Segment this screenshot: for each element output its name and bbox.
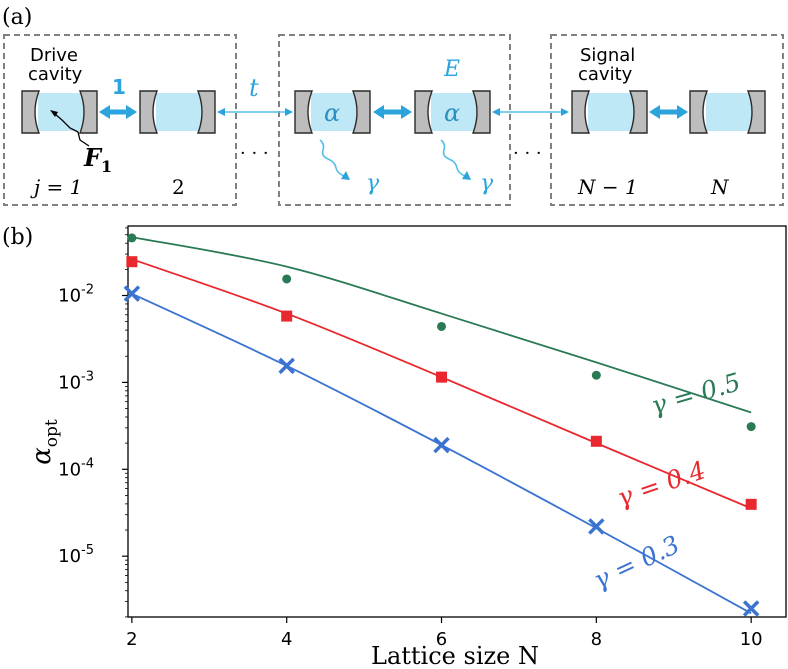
data-point-s0-3 bbox=[591, 370, 601, 380]
data-point-s0-4 bbox=[746, 422, 756, 432]
x-tick-label-4: 4 bbox=[281, 629, 292, 650]
x-tick-label-8: 8 bbox=[591, 629, 602, 650]
signal-box bbox=[550, 34, 784, 206]
site-label-j1: j = 1 bbox=[30, 175, 82, 199]
data-point-s2-4 bbox=[742, 600, 760, 617]
coupling-arrow-t-right bbox=[492, 108, 569, 116]
series-label-1: γ = 0.4 bbox=[613, 455, 709, 512]
panel-a: (a) Drive cavity Signal cavity bbox=[2, 5, 784, 206]
alpha-label-1: α bbox=[324, 99, 340, 127]
cavity-mid-2 bbox=[414, 90, 491, 134]
cavity-n bbox=[689, 90, 766, 134]
site-label-n-minus-1: N − 1 bbox=[577, 175, 638, 199]
plot-area: 2 4 6 8 10 10-2 10-3 10-4 10-5 γ = 0.5 γ = 0.4 γ = … bbox=[58, 225, 787, 650]
data-point-s1-2 bbox=[436, 371, 448, 383]
data-point-s1-1 bbox=[281, 310, 293, 322]
gamma-label-2: γ bbox=[480, 171, 494, 196]
cavity-1 bbox=[21, 90, 98, 134]
coupling-arrow-last bbox=[649, 105, 688, 119]
middle-box bbox=[278, 34, 511, 206]
coupling-arrow-1-2 bbox=[99, 105, 137, 119]
panel-b: (b) 2 4 6 8 10 10-2 10-3 10-4 10-5 γ = 0.5 γ = 0.4… bbox=[2, 225, 787, 669]
site-label-n: N bbox=[710, 175, 730, 199]
y-tick-label--2: 10-2 bbox=[58, 283, 94, 307]
dots-right: · · · bbox=[513, 143, 542, 164]
drive-box bbox=[3, 34, 237, 206]
cavity-2 bbox=[139, 90, 216, 134]
drive-title-2: cavity bbox=[28, 64, 83, 85]
data-point-s1-0 bbox=[126, 256, 138, 268]
drive-label: F1 bbox=[83, 143, 112, 176]
plot-frame bbox=[127, 225, 787, 618]
data-point-s2-1 bbox=[278, 357, 295, 375]
series-label-0: γ = 0.5 bbox=[648, 367, 744, 420]
loss-arrow-2 bbox=[440, 139, 471, 180]
x-tick-label-6: 6 bbox=[436, 629, 447, 650]
cavity-mid-1 bbox=[294, 90, 371, 134]
series-curve-0 bbox=[131, 236, 752, 414]
data-point-s1-3 bbox=[590, 435, 602, 447]
series-label-2: γ = 0.3 bbox=[589, 530, 684, 595]
signal-title-2: cavity bbox=[578, 64, 633, 85]
data-point-s2-2 bbox=[433, 436, 450, 454]
data-point-s2-0 bbox=[123, 285, 141, 302]
coupling-unit-label: 1 bbox=[112, 75, 126, 99]
drive-title-1: Drive bbox=[30, 45, 78, 66]
panel-a-label: (a) bbox=[2, 5, 32, 30]
data-point-s1-4 bbox=[745, 498, 757, 510]
y-axis-label: αopt bbox=[27, 419, 62, 465]
y-tick-label--3: 10-3 bbox=[58, 369, 94, 393]
y-tick-label--4: 10-4 bbox=[58, 456, 94, 480]
coupling-arrow-t-left bbox=[217, 108, 293, 116]
coupling-E-label: E bbox=[443, 57, 460, 82]
panel-b-label: (b) bbox=[2, 225, 33, 250]
loss-arrow-1 bbox=[319, 139, 350, 180]
y-tick-label--5: 10-5 bbox=[58, 543, 94, 567]
coupling-arrow-E bbox=[373, 105, 412, 119]
alpha-label-2: α bbox=[444, 99, 460, 127]
gamma-label-1: γ bbox=[366, 171, 380, 196]
coupling-t-label: t bbox=[249, 74, 259, 102]
data-point-s0-2 bbox=[437, 321, 447, 331]
x-tick-label-2: 2 bbox=[126, 629, 137, 650]
data-point-s2-3 bbox=[588, 518, 605, 535]
data-point-s0-0 bbox=[127, 233, 137, 243]
dots-left: · · · bbox=[240, 143, 269, 164]
drive-arrow bbox=[50, 110, 90, 147]
cavity-n-minus-1 bbox=[571, 90, 648, 134]
signal-title-1: Signal bbox=[580, 45, 635, 66]
x-tick-label-10: 10 bbox=[740, 629, 763, 650]
site-label-2: 2 bbox=[172, 175, 185, 199]
data-point-s0-1 bbox=[282, 274, 292, 284]
x-axis-label: Lattice size N bbox=[371, 642, 539, 669]
